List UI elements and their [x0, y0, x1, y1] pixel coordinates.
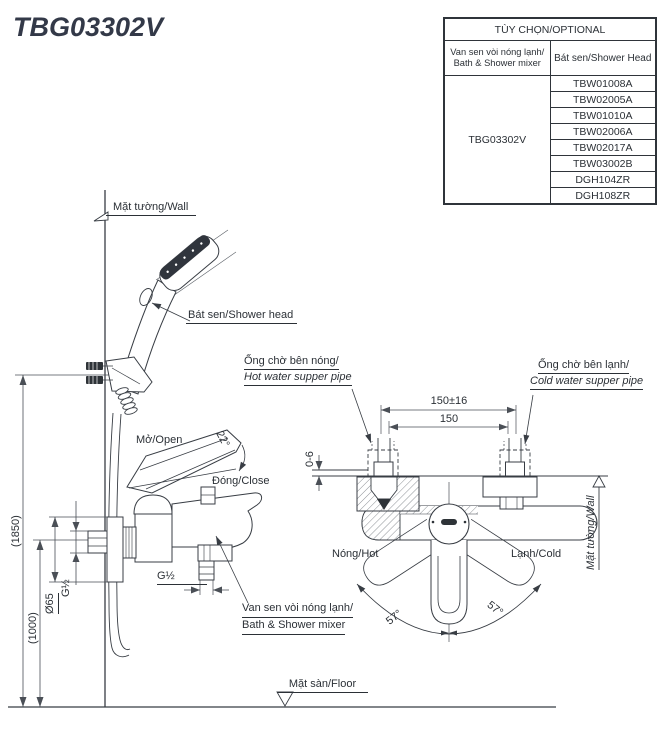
label-wall-top: Mặt tường/Wall: [106, 201, 197, 216]
front-view-dimensions: [315, 388, 534, 491]
mixer-side-view: [87, 429, 262, 604]
dim-150-tolerance: 150±16: [430, 395, 468, 407]
shower-head-option: TBW01008A: [549, 75, 657, 92]
dim-0-6: 0-6: [304, 451, 316, 467]
options-col-mixer: Van sen vòi nóng lạnh/ Bath & Shower mix…: [443, 40, 551, 76]
shower-head-option: TBW02017A: [549, 139, 657, 156]
dim-g12-side: G½: [60, 579, 72, 597]
shower-head-option: TBW02006A: [549, 123, 657, 140]
product-code-cell: TBG03302V: [443, 75, 551, 205]
label-open: Mở/Open: [136, 434, 183, 446]
dim-150: 150: [439, 413, 459, 425]
shower-head-drawing: [86, 229, 237, 658]
wall-and-floor-lines: [8, 190, 556, 708]
label-wall-right: Mặt tường/Wall: [585, 495, 597, 570]
side-view-dimensions: [49, 501, 229, 595]
dim-1000: (1000): [27, 612, 39, 644]
shower-head-option: DGH108ZR: [549, 187, 657, 205]
label-cold-pipe: Ống chờ bên lạnh/ Cold water supper pipe: [530, 358, 644, 390]
label-hot: Nóng/Hot: [332, 548, 379, 560]
shower-head-option: TBW01010A: [549, 107, 657, 124]
options-table: TÙY CHỌN/OPTIONAL Van sen vòi nóng lạnh/…: [443, 17, 657, 205]
shower-head-option: TBW02005A: [549, 91, 657, 108]
label-floor: Mặt sàn/Floor: [277, 678, 368, 693]
options-col-shower-head: Bát sen/Shower Head: [549, 40, 657, 76]
label-close: Đóng/Close: [212, 475, 270, 487]
dim-1850: (1850): [10, 515, 22, 547]
dim-g12-bottom: G½: [157, 570, 207, 585]
label-cold: Lạnh/Cold: [511, 548, 562, 560]
mixer-front-view: [312, 438, 608, 642]
page-title: TBG03302V: [13, 12, 164, 42]
label-mixer: Van sen vòi nóng lạnh/ Bath & Shower mix…: [242, 601, 354, 635]
label-shower-head: Bát sen/Shower head: [186, 309, 298, 324]
shower-head-option: DGH104ZR: [549, 171, 657, 188]
shower-head-option: TBW03002B: [549, 155, 657, 172]
options-table-header: TÙY CHỌN/OPTIONAL: [443, 17, 657, 41]
label-hot-pipe: Ống chờ bên nóng/ Hot water supper pipe: [244, 354, 352, 386]
dim-dia-65: Ø65: [44, 593, 59, 614]
